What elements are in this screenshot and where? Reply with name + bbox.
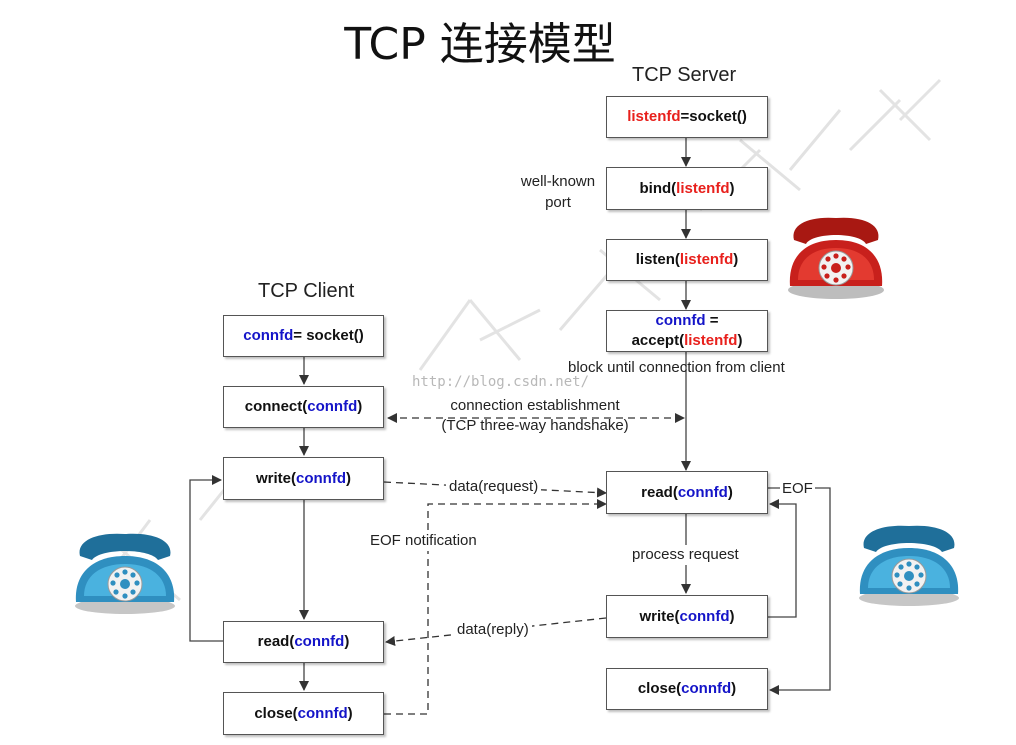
blue-phone-right-icon [859, 525, 959, 606]
server-bind-arg: listenfd [676, 179, 730, 197]
conn-est-label-2: (TCP three-way handshake) [441, 417, 629, 434]
client-connect-box: connect(connfd) [223, 386, 384, 428]
server-bind-box: bind(listenfd) [606, 167, 768, 210]
client-heading: TCP Client [258, 280, 355, 302]
eof-notification-label: EOF notification [368, 531, 479, 551]
client-read-arg: connfd [294, 633, 345, 650]
client-close-box: close(connfd) [223, 692, 384, 735]
server-accept-close: ) [737, 332, 743, 349]
client-connect-close: ) [357, 398, 363, 415]
client-close-close: ) [347, 704, 353, 722]
data-reply-label: data(reply) [454, 620, 532, 640]
server-socket-box: listenfd =socket() [606, 96, 768, 138]
client-socket-call: = socket() [293, 327, 364, 344]
server-heading: TCP Server [632, 64, 737, 86]
client-connect-fn: connect( [244, 398, 308, 415]
client-close-fn: close( [254, 704, 298, 722]
server-accept-eq: = [705, 312, 719, 329]
conn-est-label-1: connection establishment [450, 397, 620, 414]
server-close-arg: connfd [681, 680, 732, 697]
server-close-box: close(connfd) [606, 668, 768, 710]
client-write-fn: write( [255, 469, 296, 487]
server-bind-fn: bind( [639, 179, 677, 197]
server-write-close: ) [729, 607, 735, 625]
server-close-close: ) [731, 680, 737, 697]
client-write-close: ) [346, 469, 351, 487]
server-read-box: read(connfd) [606, 471, 768, 514]
data-request-label: data(request) [446, 477, 542, 497]
process-request-label: process request [630, 545, 741, 565]
server-write-box: write(connfd) [606, 595, 768, 638]
server-listen-arg: listenfd [679, 251, 734, 268]
page-title: TCP 连接模型 [344, 19, 616, 70]
eof-label: EOF [780, 479, 815, 499]
server-accept-var: connfd [655, 312, 706, 329]
client-write-box: write(connfd) [223, 457, 384, 500]
server-socket-var: listenfd [627, 108, 681, 125]
server-accept-arg: listenfd [684, 332, 738, 349]
server-accept-box: connfd = accept(listenfd) [606, 310, 768, 352]
client-read-close: ) [344, 633, 350, 650]
watermark-url: http://blog.csdn.net/ [412, 374, 590, 390]
server-close-fn: close( [637, 680, 682, 697]
client-read-fn: read( [257, 633, 295, 650]
client-close-arg: connfd [297, 704, 348, 722]
client-read-box: read(connfd) [223, 621, 384, 663]
well-known-label-2: port [545, 194, 571, 211]
client-socket-var: connfd [243, 327, 294, 344]
server-listen-fn: listen( [635, 251, 680, 268]
server-read-close: ) [727, 483, 733, 501]
well-known-label-1: well-known [520, 173, 596, 190]
server-read-arg: connfd [677, 483, 728, 501]
server-read-fn: read( [641, 483, 678, 501]
server-write-fn: write( [639, 607, 680, 625]
server-accept-fn: accept( [631, 332, 685, 349]
server-listen-close: ) [733, 251, 739, 268]
client-write-arg: connfd [296, 469, 346, 487]
red-phone-icon [788, 217, 884, 299]
server-write-arg: connfd [679, 607, 730, 625]
server-socket-call: =socket() [680, 108, 747, 125]
client-connect-arg: connfd [307, 398, 358, 415]
server-listen-box: listen(listenfd) [606, 239, 768, 281]
block-until-label: block until connection from client [568, 359, 785, 376]
blue-phone-left-icon [75, 533, 175, 614]
server-bind-close: ) [729, 179, 735, 197]
client-socket-box: connfd = socket() [223, 315, 384, 357]
